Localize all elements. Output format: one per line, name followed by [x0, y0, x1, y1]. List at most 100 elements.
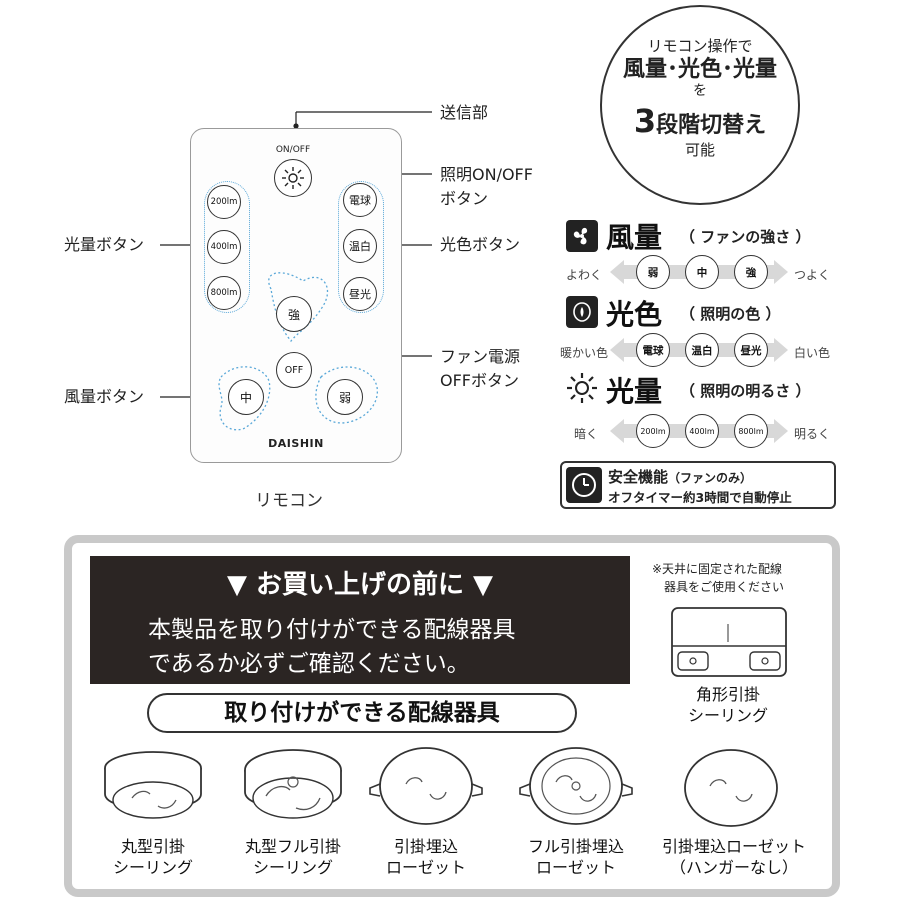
device-label-flush: 引掛埋込 ローゼット	[366, 836, 486, 878]
light-feature-sub: （ 照明の明るさ ）	[680, 382, 811, 400]
color-feature-title: 光色	[606, 298, 663, 331]
fan-scale-arrow-left	[610, 260, 624, 284]
notice-line-2: であるか必ずご確認ください。	[148, 651, 470, 677]
fan-scale-arrow-right	[774, 260, 788, 284]
fan-off-button[interactable]: OFF	[276, 352, 312, 388]
fan-mid-button[interactable]: 中	[228, 379, 264, 415]
round-full-ceiling-fixture	[244, 749, 342, 819]
device-label-round-full: 丸型フル引掛 シーリング	[228, 836, 358, 878]
callout-transmitter: 送信部	[440, 103, 489, 122]
color-button-warm-white[interactable]: 温白	[343, 229, 377, 263]
callout-brightness: 光量ボタン	[64, 235, 145, 254]
brightness-icon	[566, 372, 598, 404]
flush-rosette-fixture	[369, 747, 483, 825]
color-button-bulb[interactable]: 電球	[343, 183, 377, 217]
fan-group-outline	[218, 272, 378, 431]
safety-box: 安全機能（ファンのみ） オフタイマー約3時間で自動停止	[560, 461, 836, 509]
callout-fan-off-1: ファン電源	[440, 347, 521, 366]
device-label-round-1: 丸型引掛	[120, 837, 185, 856]
square-ceiling-fixture	[671, 607, 787, 677]
callout-light-onoff-1: 照明ON/OFF	[440, 165, 533, 184]
sun-icon	[282, 167, 304, 189]
remote-caption: リモコン	[255, 491, 323, 511]
device-label-full-flush: フル引掛埋込 ローゼット	[516, 836, 636, 878]
color-level-bulb: 電球	[636, 333, 670, 367]
badge-number: 3	[633, 101, 657, 140]
square-fixture-label: 角形引掛 シーリング	[668, 684, 788, 726]
device-label-round: 丸型引掛 シーリング	[93, 836, 213, 878]
light-level-800: 800lm	[734, 414, 768, 448]
light-scale-left: 暗く	[574, 427, 599, 441]
color-scale-arrow-left	[610, 338, 624, 362]
brightness-group-outline	[204, 181, 250, 313]
notice-banner	[90, 556, 630, 684]
brand-logo: DAISHIN	[268, 437, 324, 450]
color-group-outline	[338, 181, 384, 313]
fan-level-strong: 強	[734, 255, 768, 289]
badge-step-text: 段階切替え	[656, 112, 767, 138]
callout-color: 光色ボタン	[440, 235, 521, 254]
fan-strong-button[interactable]: 強	[276, 296, 312, 332]
device-label-round-full-1: 丸型フル引掛	[244, 837, 341, 856]
safety-desc: オフタイマー約3時間で自動停止	[608, 490, 792, 505]
brightness-button-200[interactable]: 200lm	[207, 185, 241, 219]
notice-heading: ▼ お買い上げの前に ▼	[226, 570, 494, 600]
light-scale-arrow-right	[774, 419, 788, 443]
badge-line-1: リモコン操作で	[647, 37, 753, 55]
fan-icon	[566, 220, 598, 252]
badge-line-4: 3段階切替え	[602, 101, 798, 141]
light-onoff-button[interactable]	[274, 159, 312, 197]
color-level-warm-white: 温白	[685, 333, 719, 367]
light-color-icon	[566, 296, 598, 328]
color-level-daylight: 昼光	[734, 333, 768, 367]
device-label-full-flush-2: ローゼット	[535, 858, 616, 877]
fan-level-weak: 弱	[636, 255, 670, 289]
fan-weak-button[interactable]: 弱	[327, 379, 363, 415]
light-level-400: 400lm	[685, 414, 719, 448]
color-scale-arrow-right	[774, 338, 788, 362]
full-flush-rosette-fixture	[519, 747, 633, 825]
callout-fan-off-2: OFFボタン	[440, 371, 520, 390]
fan-scale-left: よわく	[566, 268, 603, 282]
badge-line-2: 風量･光色･光量	[622, 56, 777, 82]
square-fixture-label-1: 角形引掛	[695, 685, 760, 704]
notice-line-1: 本製品を取り付けができる配線器具	[148, 617, 516, 643]
light-feature-title: 光量	[606, 375, 663, 408]
fan-feature-title: 風量	[606, 221, 663, 254]
device-label-full-flush-1: フル引掛埋込	[527, 837, 624, 856]
square-fixture-label-2: シーリング	[687, 706, 768, 725]
fan-level-mid: 中	[685, 255, 719, 289]
compatible-devices-heading: 取り付けができる配線器具	[147, 693, 577, 733]
flush-rosette-no-hanger-fixture	[684, 749, 778, 827]
light-scale-right: 明るく	[794, 427, 831, 441]
badge-line-5: 可能	[684, 140, 715, 159]
brightness-button-800[interactable]: 800lm	[207, 276, 241, 310]
feature-badge: リモコン操作で 風量･光色･光量 を 3段階切替え 可能	[600, 5, 800, 205]
fan-feature-sub: （ ファンの強さ ）	[680, 228, 811, 246]
color-scale-left: 暖かい色	[560, 346, 609, 360]
device-label-no-hanger-2: （ハンガーなし）	[669, 858, 798, 877]
callout-light-onoff-2: ボタン	[440, 189, 489, 208]
safety-title-note: （ファンのみ）	[668, 471, 753, 485]
onoff-label: ON/OFF	[275, 145, 311, 155]
device-label-round-2: シーリング	[112, 858, 193, 877]
device-label-no-hanger: 引掛埋込ローゼット （ハンガーなし）	[656, 836, 812, 878]
safety-title-row: 安全機能（ファンのみ）	[608, 466, 752, 487]
timer-clock-icon	[566, 467, 602, 503]
safety-title: 安全機能	[608, 468, 669, 486]
device-label-flush-1: 引掛埋込	[393, 837, 458, 856]
device-label-no-hanger-1: 引掛埋込ローゼット	[661, 837, 806, 856]
badge-line-3: を	[693, 83, 707, 100]
light-scale-arrow-left	[610, 419, 624, 443]
fan-scale-right: つよく	[794, 268, 831, 282]
side-note-line-2: 器具をご使用ください	[664, 580, 785, 594]
device-label-flush-2: ローゼット	[385, 858, 466, 877]
callout-fan: 風量ボタン	[64, 387, 145, 406]
color-scale-right: 白い色	[794, 346, 831, 360]
brightness-button-400[interactable]: 400lm	[207, 230, 241, 264]
light-level-200: 200lm	[636, 414, 670, 448]
remote-control: ON/OFF 200lm 400lm 800lm 電球 温白 昼光 強 OFF …	[190, 128, 402, 463]
round-ceiling-fixture	[104, 751, 202, 819]
color-button-daylight[interactable]: 昼光	[343, 277, 377, 311]
device-label-round-full-2: シーリング	[252, 858, 333, 877]
